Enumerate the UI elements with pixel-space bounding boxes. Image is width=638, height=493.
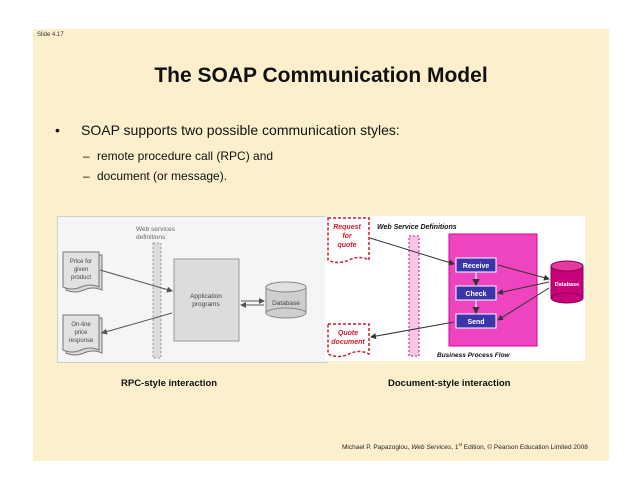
receive-db-arrow: [497, 264, 550, 281]
check-label: Check: [465, 291, 486, 298]
app-label-2: programs: [192, 301, 220, 308]
ws-defs-title: Web Service Definitions: [377, 224, 457, 231]
dash-marker: –: [83, 149, 90, 163]
footer-edition: , 1: [451, 444, 459, 452]
document-caption: Document-style interaction: [388, 378, 511, 389]
db-check-arrow: [497, 281, 550, 295]
price-for-line-2: given: [74, 267, 88, 273]
price-for-line-3: product: [71, 275, 91, 281]
sub-item-rpc: –remote procedure call (RPC) and: [83, 149, 273, 163]
footer-author: Michael P. Papazoglou,: [342, 444, 412, 452]
rpc-database: [265, 281, 307, 319]
send-label: Send: [467, 319, 484, 326]
request-arrow: [99, 269, 173, 293]
slide-title: The SOAP Communication Model: [154, 64, 488, 87]
slide-number: Slide 4.17: [37, 32, 64, 38]
rpc-caption: RPC-style interaction: [121, 378, 218, 389]
ws-defs-label-2: definitions: [136, 234, 166, 241]
price-response-doc-front: [62, 314, 100, 353]
request-quote-doc: [327, 217, 370, 264]
quote-line-1: Quote: [338, 330, 358, 337]
footer-book: Web Services: [411, 444, 452, 452]
dash-marker: –: [83, 169, 90, 183]
sub-item-label: document (or message).: [97, 169, 228, 183]
app-label-1: Application: [190, 293, 222, 300]
doc-database: [550, 260, 584, 304]
doc-ws-defs-bar: [408, 235, 420, 357]
receive-label: Receive: [463, 263, 490, 270]
footer-citation: Michael P. Papazoglou, Web Services, 1st…: [342, 442, 588, 451]
rpc-database-label: Database: [272, 300, 300, 307]
response-arrow: [101, 312, 173, 335]
rpc-diagram: Web services definitions Price for given…: [57, 216, 327, 363]
footer-sup: st: [458, 442, 462, 447]
request-line-3: quote: [337, 242, 356, 249]
quote-arrow: [370, 321, 455, 340]
price-for-line-1: Price for: [70, 259, 92, 265]
price-resp-line-2: price: [74, 330, 88, 336]
price-resp-line-3: response: [69, 338, 94, 344]
slide: Slide 4.17 The SOAP Communication Model …: [33, 29, 609, 461]
business-process-flow-label: Business Process Flow: [437, 352, 511, 359]
db-send-arrow: [497, 287, 550, 321]
sub-item-label: remote procedure call (RPC) and: [97, 149, 274, 163]
ws-defs-label-1: Web services: [136, 226, 176, 233]
request-line-1: Request: [333, 224, 361, 231]
request-arrow: [369, 237, 455, 266]
document-diagram-svg: Request for quote Quote document Web Ser…: [327, 217, 584, 359]
quote-line-2: document: [331, 339, 365, 346]
rpc-diagram-svg: Web services definitions Price for given…: [62, 226, 307, 359]
request-line-2: for: [342, 233, 353, 240]
price-request-doc-front: [62, 251, 100, 290]
footer-tail: Edition, © Pearson Education Limited 200…: [462, 444, 588, 452]
application-programs-box: [173, 258, 240, 342]
document-diagram: Request for quote Quote document Web Ser…: [325, 216, 585, 361]
ws-defs-bar: [152, 242, 162, 359]
sub-item-document: –document (or message).: [83, 169, 227, 183]
price-resp-line-1: On-line: [71, 322, 91, 328]
bullet-symbol: •: [55, 122, 60, 138]
quote-document-doc: [327, 323, 370, 358]
doc-database-label: Database: [555, 282, 579, 288]
bullet-text: SOAP supports two possible communication…: [81, 122, 400, 138]
